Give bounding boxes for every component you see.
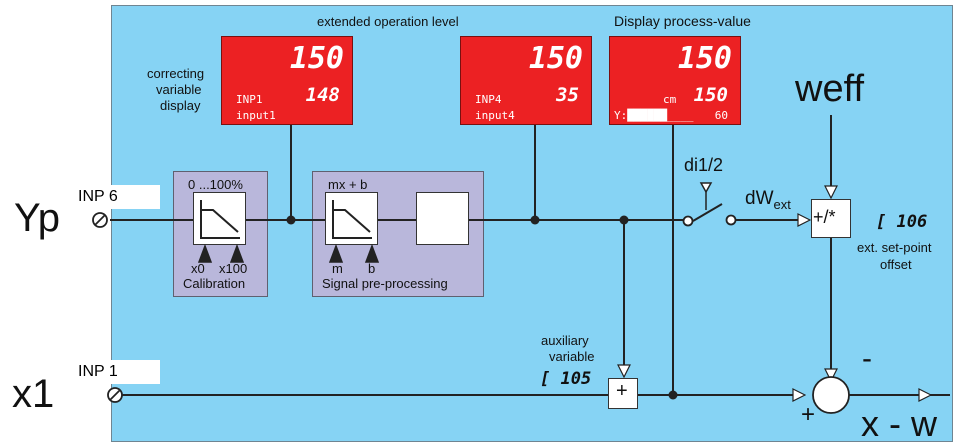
extended-operation-level-label: extended operation level	[317, 14, 459, 29]
inp6-label: INP 6	[74, 185, 160, 209]
display-bargraph: Y:██████____	[614, 109, 694, 122]
display-process-value-label: Display process-value	[614, 13, 751, 29]
output-label: x - w	[861, 403, 937, 444]
di-label: di1/2	[684, 155, 724, 175]
dw-subscript: ext	[773, 196, 791, 212]
auxiliary-variable-label-2: variable	[549, 349, 595, 364]
display-input-value: 35	[556, 84, 579, 106]
plus-sign: +	[801, 401, 816, 428]
auxiliary-sum-block	[608, 378, 638, 409]
display-main-value: 150	[289, 41, 344, 76]
x0-label: x0	[191, 261, 205, 276]
display-bargraph-value: 60	[714, 109, 728, 122]
x100-label: x100	[219, 261, 248, 276]
display-main-value: 150	[528, 41, 583, 76]
dw-ext-label: dWext	[745, 188, 791, 212]
correcting-variable-label-3: display	[160, 98, 201, 113]
display-input-value: 150	[693, 84, 728, 106]
c105-code: [ 105	[540, 369, 592, 389]
sum-symbol: +	[616, 380, 628, 402]
extended-operation-display: 150 INP4 35 input4	[460, 36, 592, 125]
x1-input-label: x1	[12, 372, 55, 416]
calibration-label: Calibration	[183, 276, 246, 291]
display-input-name: input4	[475, 109, 515, 122]
yp-input-label: Yp	[14, 196, 60, 240]
c106-code: [ 106	[876, 212, 928, 232]
calibration-range-label: 0 ...100%	[188, 177, 243, 192]
m-label: m	[332, 261, 343, 276]
inp1-label: INP 1	[74, 360, 160, 384]
offset-operation-block	[811, 199, 851, 238]
process-value-display: 150 cm 150 Y:██████____ 60	[609, 36, 741, 125]
display-input-label: INP4	[475, 93, 502, 106]
display-input-label: INP1	[236, 93, 263, 106]
weff-label: weff	[795, 68, 865, 110]
display-main-value: 150	[677, 41, 732, 76]
filter-block	[416, 192, 469, 245]
display-input-name: input1	[236, 109, 276, 122]
minus-sign: -	[862, 342, 872, 375]
display-unit-label: cm	[663, 93, 677, 106]
operation-symbol: +/*	[813, 207, 836, 227]
correcting-variable-label-2: variable	[156, 82, 202, 97]
display-input-value: 148	[305, 84, 340, 106]
ext-setpoint-label-1: ext. set-point	[857, 240, 932, 255]
correcting-variable-label-1: correcting	[147, 66, 205, 81]
auxiliary-variable-label-1: auxiliary	[541, 333, 589, 348]
ext-setpoint-label-2: offset	[880, 257, 912, 272]
signal-preprocessing-label: Signal pre-processing	[322, 276, 448, 291]
b-label: b	[368, 261, 376, 276]
mx-b-label: mx + b	[328, 177, 368, 192]
correcting-variable-display: 150 INP1 148 input1	[221, 36, 353, 125]
dw-text: dW	[745, 188, 774, 209]
